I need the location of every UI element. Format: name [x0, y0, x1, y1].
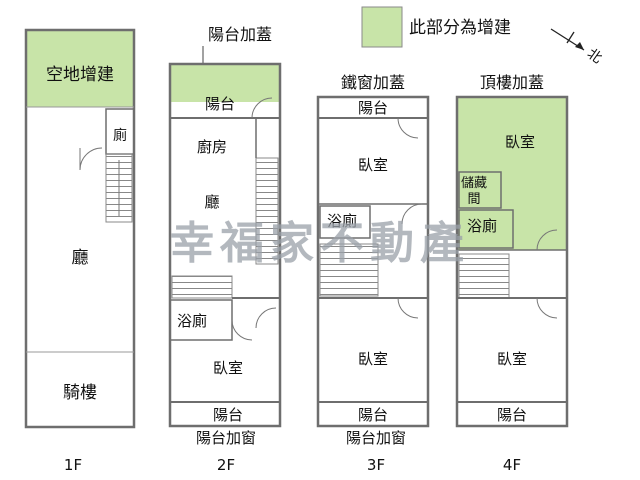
rear-balcony-4f: 陽台 [497, 406, 527, 424]
north-arrow: 北 [550, 28, 605, 67]
bedroom-bottom-4f: 臥室 [497, 350, 527, 368]
outer-wall-1f [24, 28, 136, 429]
legend-text: 此部分為增建 [409, 18, 511, 38]
hall-label-2f: 廳 [204, 193, 219, 211]
bathroom-door-3f [401, 203, 423, 225]
top-note-3f: 鐵窗加蓋 [341, 73, 405, 92]
bathroom-label-2f: 浴廁 [177, 312, 207, 330]
bathroom-door-2f [231, 319, 253, 341]
front-balcony-3f: 陽台 [358, 99, 388, 117]
floor-label-4f: 4F [503, 456, 521, 474]
addition-area-2f [170, 64, 280, 102]
top-note-2f: 陽台加蓋 [208, 25, 272, 44]
balcony-door-3f [397, 117, 419, 139]
bedroom-door-4f [536, 297, 558, 319]
floor-1f: 空地增建 廁 廳 騎樓 1F [24, 28, 136, 474]
bottom-note-3f: 陽台加窗 [346, 429, 406, 447]
legend: 此部分為增建 [361, 6, 511, 48]
bottom-note-2f: 陽台加窗 [196, 429, 256, 447]
rear-balcony-3f: 陽台 [358, 406, 388, 424]
bathroom-4f [458, 209, 514, 249]
rear-balcony-2f: 陽台 [213, 406, 243, 424]
top-note-4f: 頂樓加蓋 [480, 73, 544, 92]
bedroom-top-3f: 臥室 [358, 156, 388, 174]
storage-room-4f [458, 171, 502, 209]
hall-label-1f: 廳 [72, 248, 89, 268]
outer-wall-3f [316, 95, 430, 428]
floor-2f: 陽台加蓋 陽台 廚房 廳 浴廁 臥室 陽台 陽台加窗 2F [168, 25, 282, 474]
floor-label-1f: 1F [64, 456, 82, 474]
north-label: 北 [584, 46, 605, 67]
room-door-4f [536, 229, 558, 251]
addition-area-4f [457, 97, 567, 250]
north-arrow-head [575, 42, 584, 50]
bathroom-label-3f: 浴廁 [327, 212, 357, 230]
balcony-door-2f [251, 97, 273, 119]
door-swing-1f [79, 147, 103, 171]
floor-3f: 鐵窗加蓋 陽台 臥室 浴廁 臥室 陽台 陽台加窗 3F [316, 73, 430, 474]
bedroom-top-4f: 臥室 [505, 133, 535, 151]
north-arrow-tick [566, 31, 575, 44]
stair-3f [319, 243, 379, 297]
kitchen-label-2f: 廚房 [197, 138, 227, 156]
bedroom-bottom-3f: 臥室 [358, 350, 388, 368]
storage-label-line1-4f: 儲藏 [461, 176, 487, 191]
stair-4f [458, 253, 510, 299]
stair-upper-2f [255, 157, 279, 265]
storage-label-line2-4f: 間 [467, 192, 480, 207]
outer-wall-2f [168, 62, 282, 428]
bathroom-label-4f: 浴廁 [467, 217, 497, 235]
outer-wall-4f [455, 95, 569, 428]
addition-area-1f [26, 30, 134, 107]
arcade-label-1f: 騎樓 [63, 383, 97, 403]
legend-swatch [361, 6, 403, 48]
stair-lower-2f [171, 275, 233, 299]
toilet-label-1f: 廁 [113, 127, 127, 144]
floor-label-3f: 3F [367, 456, 385, 474]
bedroom-door-2f [255, 307, 277, 329]
bathroom-3f [319, 205, 371, 239]
bedroom-label-2f: 臥室 [213, 359, 243, 377]
addition-note-1f: 空地增建 [46, 65, 114, 85]
watermark: 幸福家不動產 [170, 218, 470, 269]
front-balcony-2f: 陽台 [205, 95, 235, 113]
floor-4f: 頂樓加蓋 臥室 儲藏 間 浴廁 臥室 陽台 4F [455, 73, 569, 474]
bedroom-door-3f [397, 297, 419, 319]
floor-label-2f: 2F [217, 456, 235, 474]
